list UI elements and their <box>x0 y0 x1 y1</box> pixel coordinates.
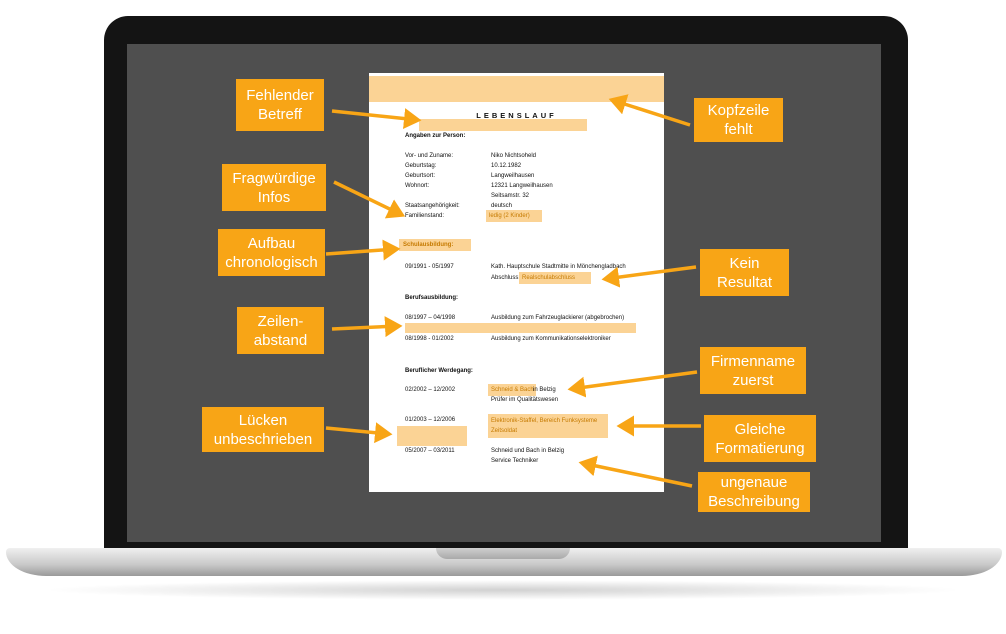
field-value: deutsch <box>491 203 513 209</box>
missing-header-highlight <box>369 76 664 102</box>
annotation-luecken-unbeschrieben: Lücken unbeschrieben <box>202 407 324 452</box>
annotation-firmenname-zuerst: Firmenname zuerst <box>700 347 806 394</box>
field-label: Wohnort: <box>405 183 430 189</box>
annotation-aufbau-chronologisch: Aufbau chronologisch <box>218 229 325 276</box>
result-highlight <box>519 272 591 284</box>
section-school-heading: Schulausbildung: <box>403 242 454 248</box>
annotation-kein-resultat: Kein Resultat <box>700 249 789 296</box>
missing-subject-highlight <box>419 119 587 131</box>
field-value: 10.12.1982 <box>491 163 522 169</box>
questionable-info-highlight <box>486 210 542 222</box>
career-place: in Belzig <box>533 387 556 393</box>
laptop-notch <box>436 548 570 559</box>
annotation-fehlender-betreff: Fehlender Betreff <box>236 79 324 131</box>
school-heading-highlight <box>399 239 471 251</box>
career-company: Schneid & Bach <box>491 387 534 393</box>
field-value: Seitsamstr. 32 <box>491 193 530 199</box>
cv-title: LEBENSLAUF <box>476 111 557 120</box>
school-result-value: Realschulabschluss <box>522 275 576 281</box>
field-value: Langweilhausen <box>491 173 535 179</box>
career-company: Elektronik-Staffel, Bereich Funksysteme <box>491 418 598 424</box>
career-period: 02/2002 – 12/2002 <box>405 387 456 393</box>
career-company: Schneid und Bach in Belzig <box>491 448 565 454</box>
laptop-shadow <box>40 580 966 600</box>
annotation-kopfzeile-fehlt: Kopfzeile fehlt <box>694 98 783 142</box>
annotation-zeilenabstand: Zeilen- abstand <box>237 307 324 354</box>
training-text: Ausbildung zum Kommunikationselektronike… <box>491 336 611 342</box>
line-spacing-highlight <box>405 323 636 333</box>
annotation-gleiche-formatierung: Gleiche Formatierung <box>704 415 816 462</box>
company-name-highlight <box>488 384 536 396</box>
section-career-heading: Beruflicher Werdegang: <box>405 368 473 374</box>
school-name: Kath. Hauptschule Stadtmitte in Möncheng… <box>491 264 626 270</box>
training-period: 08/1998 - 01/2002 <box>405 336 454 342</box>
school-result-label: Abschluss: <box>491 275 521 281</box>
career-period: 05/2007 – 03/2011 <box>405 448 455 454</box>
training-period: 08/1997 – 04/1998 <box>405 315 456 321</box>
school-period: 09/1991 - 05/1997 <box>405 264 454 270</box>
annotation-fragwuerdige-infos: Fragwürdige Infos <box>222 164 326 211</box>
field-label: Vor- und Zuname: <box>405 153 454 159</box>
career-role: Prüfer im Qualitätswesen <box>491 397 559 403</box>
formatting-highlight <box>488 414 608 438</box>
section-person-heading: Angaben zur Person: <box>405 133 466 139</box>
training-text: Ausbildung zum Fahrzeuglackierer (abgebr… <box>491 315 625 321</box>
field-value: 12321 Langweilhausen <box>491 183 553 189</box>
career-period: 01/2003 – 12/2006 <box>405 417 456 423</box>
field-label: Geburtstag: <box>405 163 437 169</box>
career-role: Zeitsoldat <box>491 428 518 434</box>
field-value: ledig (2 Kinder) <box>489 213 530 219</box>
career-role: Service Techniker <box>491 458 539 464</box>
field-label: Familienstand: <box>405 213 445 219</box>
cv-document: LEBENSLAUF Angaben zur Person: Vor- und … <box>369 73 664 492</box>
field-label: Geburtsort: <box>405 173 436 179</box>
annotation-ungenaue-beschreibung: ungenaue Beschreibung <box>698 472 810 512</box>
section-training-heading: Berufsausbildung: <box>405 295 459 301</box>
field-label: Staatsangehörigkeit: <box>405 203 460 209</box>
gap-highlight <box>397 426 467 446</box>
field-value: Niko Nichtsoheld <box>491 153 537 159</box>
